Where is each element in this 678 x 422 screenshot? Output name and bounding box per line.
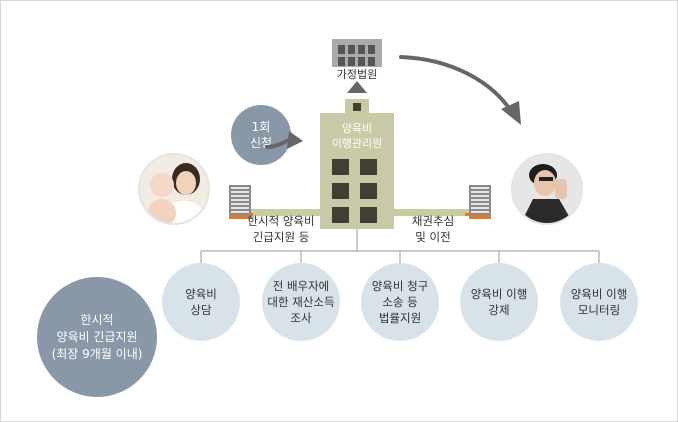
agency-roof-window-icon	[353, 103, 361, 111]
emergency-support-circle: 한시적 양육비 긴급지원 (최장 9개월 이내)	[37, 277, 157, 397]
left-connector-bar	[248, 209, 330, 216]
distressed-man-icon	[513, 155, 581, 223]
agency-roof-block	[345, 99, 369, 113]
left-document-stack-icon	[229, 185, 251, 219]
noncustodial-parent-photo	[511, 153, 583, 225]
court-to-debtor-arrowhead	[501, 101, 521, 125]
court-building-icon	[332, 39, 382, 69]
agency-to-court-arrowhead	[347, 81, 367, 93]
request-arrow-icon	[265, 131, 303, 149]
right-connector-bar	[385, 209, 469, 216]
court-label: 가정법원	[332, 67, 382, 81]
right-document-stack-icon	[469, 185, 491, 219]
service-counseling: 양육비 상담	[162, 263, 240, 341]
agency-building: 양육비 이행관리원	[320, 113, 394, 229]
service-monitoring: 양육비 이행 모니터링	[560, 263, 638, 341]
service-legal-support: 양육비 청구 소송 등 법률지원	[361, 263, 439, 341]
right-connector-accent	[465, 213, 471, 216]
right-branch-label: 채권추심 및 이전	[411, 214, 455, 244]
court-to-debtor-arrow	[399, 55, 513, 113]
agency-label: 양육비 이행관리원	[331, 122, 383, 150]
mother-and-baby-icon	[140, 155, 208, 223]
service-enforcement: 양육비 이행 강제	[460, 263, 538, 341]
request-badge: 1회 신청	[231, 105, 291, 165]
custodial-parent-photo	[138, 153, 210, 225]
court-building-windows-icon	[338, 45, 375, 66]
service-asset-investigation: 전 배우자에 대한 재산소득 조사	[262, 263, 340, 341]
left-branch-label: 한시적 양육비 긴급지원 등	[247, 214, 315, 244]
agency-windows-icon	[332, 159, 377, 223]
